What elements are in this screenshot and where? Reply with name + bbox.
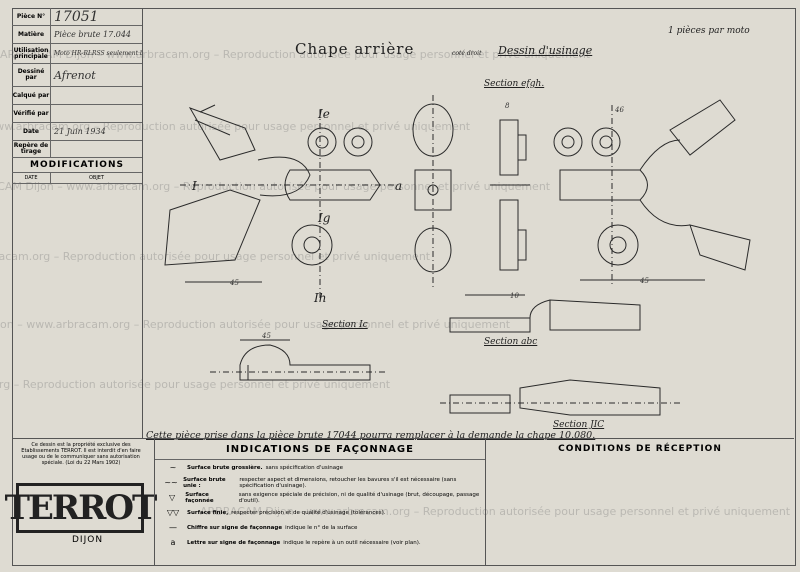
indication-row: ▽▽ Surface finie,respecter précision et d…	[155, 505, 485, 520]
svg-text:Ie: Ie	[317, 107, 330, 121]
finish-symbol-icon: ~~	[164, 478, 178, 487]
indications-title: INDICATIONS DE FAÇONNAGE	[155, 439, 485, 460]
matiere-value: Pièce brute 17.044	[54, 30, 132, 39]
substitution-note: Cette pièce prise dans la pièce brute 17…	[146, 430, 596, 441]
svg-text:Ig: Ig	[317, 211, 331, 225]
indication-text: sans spécification d'usinage	[265, 464, 343, 471]
indication-row: ~ Surface brute grossière.sans spécificat…	[155, 460, 485, 475]
dimension-labels: 45 45 45 8 10 46	[229, 102, 649, 340]
indication-term: Lettre sur signe de façonnage	[187, 539, 281, 546]
svg-text:10: 10	[510, 292, 519, 300]
svg-text:46: 46	[614, 106, 624, 114]
indication-term: Surface finie,	[187, 509, 229, 516]
logo-city: DIJON	[72, 535, 104, 545]
section-efgh-label: Section efgh.	[484, 79, 545, 89]
drawing-subtitle: Dessin d'usinage	[498, 44, 593, 57]
indication-term: Surface brute unie :	[183, 476, 226, 489]
indications-panel: INDICATIONS DE FAÇONNAGE ~ Surface brute …	[154, 439, 486, 565]
col-date: DATE	[12, 173, 51, 183]
label: Matière	[12, 26, 51, 43]
svg-text:8: 8	[505, 102, 510, 110]
indication-text: indique le n° de la surface	[285, 524, 358, 531]
modifications-columns: DATE OBJET	[12, 173, 142, 184]
conditions-title: CONDITIONS DE RÉCEPTION	[558, 444, 722, 454]
finish-symbol-icon: ▽▽	[166, 508, 180, 517]
bottom-block: Ce dessin est la propriété exclusive des…	[5, 438, 794, 565]
view-markers: Ie Ig Ih I a	[191, 107, 402, 305]
drawing-title: Chape arrière	[295, 40, 415, 58]
svg-text:45: 45	[229, 279, 239, 287]
watermark-line: ARBRACAM Dijon – www.arbracam.org – Repr…	[0, 120, 471, 133]
row-repere: Repère de tirage	[12, 141, 142, 158]
row-piece: Pièce N°17051	[12, 8, 142, 26]
indication-text: indique le repère à un outil nécessaire …	[283, 539, 421, 546]
utilisation-value: Moto HR-RLRSS seulement brut	[54, 50, 142, 57]
label: Pièce N°	[12, 8, 51, 25]
indication-term: Surface brute grossière.	[187, 464, 263, 471]
svg-text:45: 45	[639, 277, 649, 285]
date-value: 21 Juin 1934	[54, 127, 106, 136]
svg-text:45: 45	[261, 332, 271, 340]
indication-row: ~~ Surface brute unie : respecter aspect e…	[155, 475, 485, 490]
indication-text: respecter précision et de qualité d'usin…	[231, 509, 386, 516]
row-verifie: Vérifié par	[12, 105, 142, 123]
label: Repère de tirage	[12, 141, 51, 157]
drawing-lines	[164, 95, 751, 416]
drawing-side: coté droit	[452, 50, 482, 57]
row-calque: Calqué par	[12, 87, 142, 105]
legal-notice: Ce dessin est la propriété exclusive des…	[21, 442, 141, 466]
label: Vérifié par	[12, 105, 51, 122]
svg-text:Ih: Ih	[313, 291, 326, 305]
label: Calqué par	[12, 87, 51, 104]
section-abc-label: Section abc	[484, 337, 538, 347]
watermark-line: ARBRACAM Dijon – www.arbracam.org – Repr…	[0, 48, 591, 61]
svg-text:I: I	[191, 179, 197, 193]
watermark-line: ARBRACAM Dijon – www.arbracam.org – Repr…	[0, 250, 431, 263]
indication-term: Chiffre sur signe de façonnage	[187, 524, 283, 531]
dessine-value: Afrenot	[54, 68, 96, 82]
finish-symbol-icon: —	[169, 523, 177, 532]
section-ic-label: Section Ic	[322, 320, 368, 330]
watermark-line: ARBRACAM Dijon – www.arbracam.org – Repr…	[0, 378, 391, 391]
section-jic-label: Section JIC	[553, 420, 605, 430]
label: Date	[12, 123, 51, 140]
modifications-title: MODIFICATIONS	[12, 158, 142, 173]
drawing-frame	[12, 8, 796, 566]
finish-symbol-icon: a	[170, 538, 176, 547]
watermark-line: ARBRACAM Dijon – www.arbracam.org – Repr…	[200, 505, 791, 518]
col-objet: OBJET	[88, 175, 105, 181]
finish-symbol-icon: ~	[169, 463, 177, 472]
label: Utilisation principale	[12, 44, 51, 63]
label: Dessiné par	[12, 64, 51, 86]
finish-symbol-icon: ▽	[169, 493, 176, 502]
watermark-line: ARBRACAM Dijon – www.arbracam.org – Repr…	[0, 318, 511, 331]
indication-term: Surface façonnée	[185, 491, 214, 504]
indication-text: respecter aspect et dimensions, retouche…	[239, 476, 457, 489]
indication-row: ▽ Surface façonnée sans exigence spéciale …	[155, 490, 485, 505]
indication-text: sans exigence spéciale de précision, ni …	[238, 491, 480, 504]
terrot-logo: TERROT	[5, 483, 157, 533]
svg-text:a: a	[395, 179, 402, 193]
piece-number: 17051	[54, 8, 99, 25]
quantity-note: 1 pièces par moto	[668, 26, 750, 36]
